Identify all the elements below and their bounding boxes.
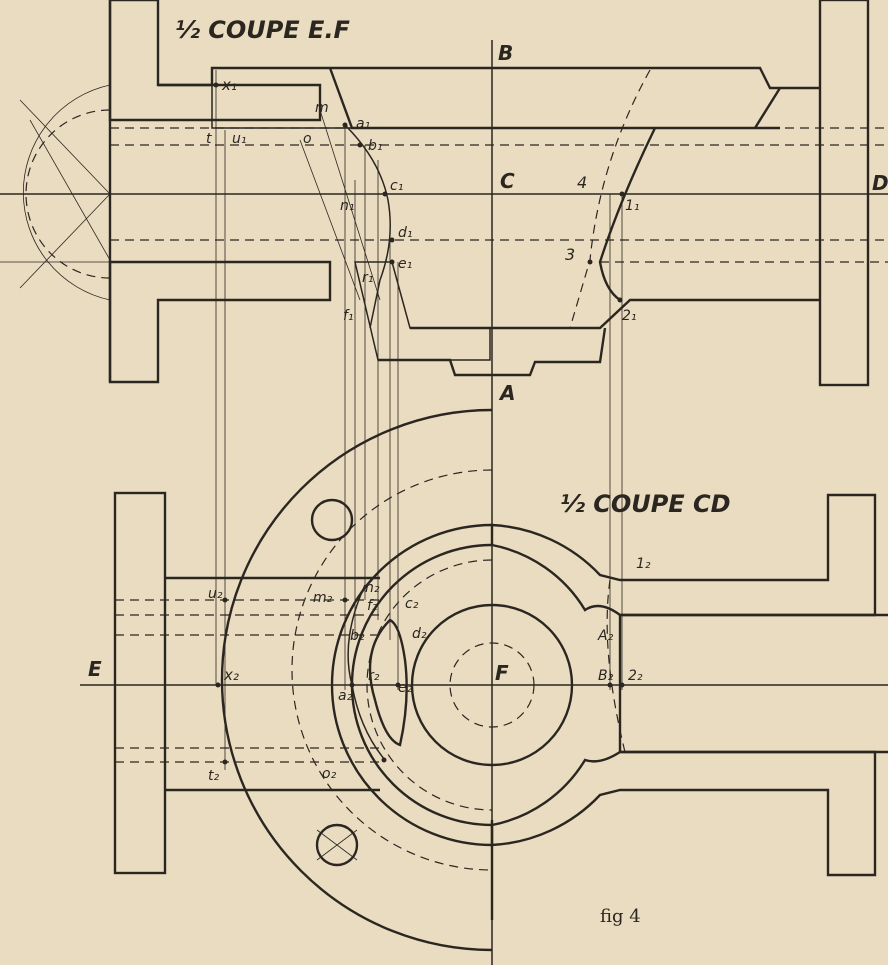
left-flange-bottom-view (113, 491, 167, 875)
pt-4: 4 (577, 173, 587, 192)
pt-a2: a₂ (338, 688, 353, 704)
pt-a1: a₁ (356, 116, 370, 132)
pt-n1: n₁ (340, 198, 355, 214)
pt-b1: b₁ (368, 138, 383, 154)
axis-label-b: B (498, 41, 513, 65)
left-flange-bottom (108, 260, 332, 384)
pt-f2: f₂ (367, 598, 378, 614)
pt-m2: m₂ (313, 590, 333, 606)
pt-m: m (315, 100, 329, 116)
taper-edge (753, 87, 782, 129)
title-top: ½ COUPE E.F (175, 16, 351, 44)
title-bottom: ½ COUPE CD (560, 490, 731, 518)
intersection-curve-top (344, 124, 391, 329)
axis-label-d: D (872, 171, 888, 195)
pt-x2: x₂ (223, 666, 239, 684)
pt-t: t (206, 131, 212, 147)
pt-u1: u₁ (232, 131, 247, 147)
pt-3: 3 (565, 245, 575, 264)
pt-r1: r₁ (362, 270, 373, 286)
labels: ½ COUPE E.F ½ COUPE CD fig 4 B C D A E F… (88, 16, 888, 927)
pt-f1: f₁ (343, 308, 354, 324)
caption: fig 4 (600, 906, 641, 927)
construction-line-3 (29, 119, 111, 261)
pt-e2: e₂ (398, 680, 413, 696)
pt-1-1: 1₁ (625, 198, 640, 214)
construction-line-2 (19, 193, 111, 289)
axis-label-e: E (88, 657, 102, 681)
pt-B2: B₂ (598, 668, 614, 684)
bolt-circle (291, 469, 493, 871)
lower-contour (410, 298, 820, 330)
pt-A2: A₂ (597, 628, 614, 644)
lower-wall-section (354, 261, 491, 361)
pt-d2: d₂ (412, 626, 427, 642)
pt-n2: n₂ (365, 580, 380, 596)
right-flange-top (818, 0, 870, 387)
bottom-contour (378, 327, 607, 377)
bolt-hole-top (310, 498, 354, 542)
construction-arc-2 (25, 109, 111, 279)
guide-line-o (299, 139, 361, 301)
pt-x1: x₁ (221, 76, 237, 94)
point-markers (213, 82, 625, 765)
hidden-curve-top (569, 69, 651, 329)
pt-d1: d₁ (398, 225, 413, 241)
right-body-section-lower (490, 750, 877, 877)
construction-arc-1 (23, 84, 111, 301)
pt-c1: c₁ (390, 178, 403, 194)
pt-2-1: 2₁ (622, 308, 637, 324)
axis-label-f: F (495, 661, 509, 685)
guide-line-m (319, 109, 381, 301)
pt-e1: e₁ (398, 256, 412, 272)
right-body-section (490, 493, 877, 617)
pt-two2: 2₂ (628, 668, 643, 684)
top-outer-contour (158, 66, 820, 90)
projection-lines (215, 70, 623, 770)
port-hidden-curve (606, 579, 626, 753)
pt-u2: u₂ (208, 586, 223, 602)
right-curve (598, 127, 657, 301)
bolt-hole-bottom (315, 823, 359, 867)
axis-label-c: C (500, 169, 515, 193)
pt-o2: o₂ (322, 766, 337, 782)
axis-label-a: A (498, 381, 515, 405)
pt-one2: 1₂ (636, 556, 651, 572)
pt-c2: c₂ (405, 596, 419, 612)
pt-t2: t₂ (208, 768, 219, 784)
flange-disc-arc (220, 408, 493, 952)
top-section-view (0, 0, 888, 387)
top-inner-contour (328, 67, 780, 130)
pt-r2: r₂ (368, 668, 380, 684)
pt-o: o (303, 131, 312, 147)
construction-line-1 (19, 99, 111, 195)
bottom-section-view (80, 408, 888, 952)
port-opening (368, 618, 408, 747)
pt-b2: b₂ (350, 628, 365, 644)
